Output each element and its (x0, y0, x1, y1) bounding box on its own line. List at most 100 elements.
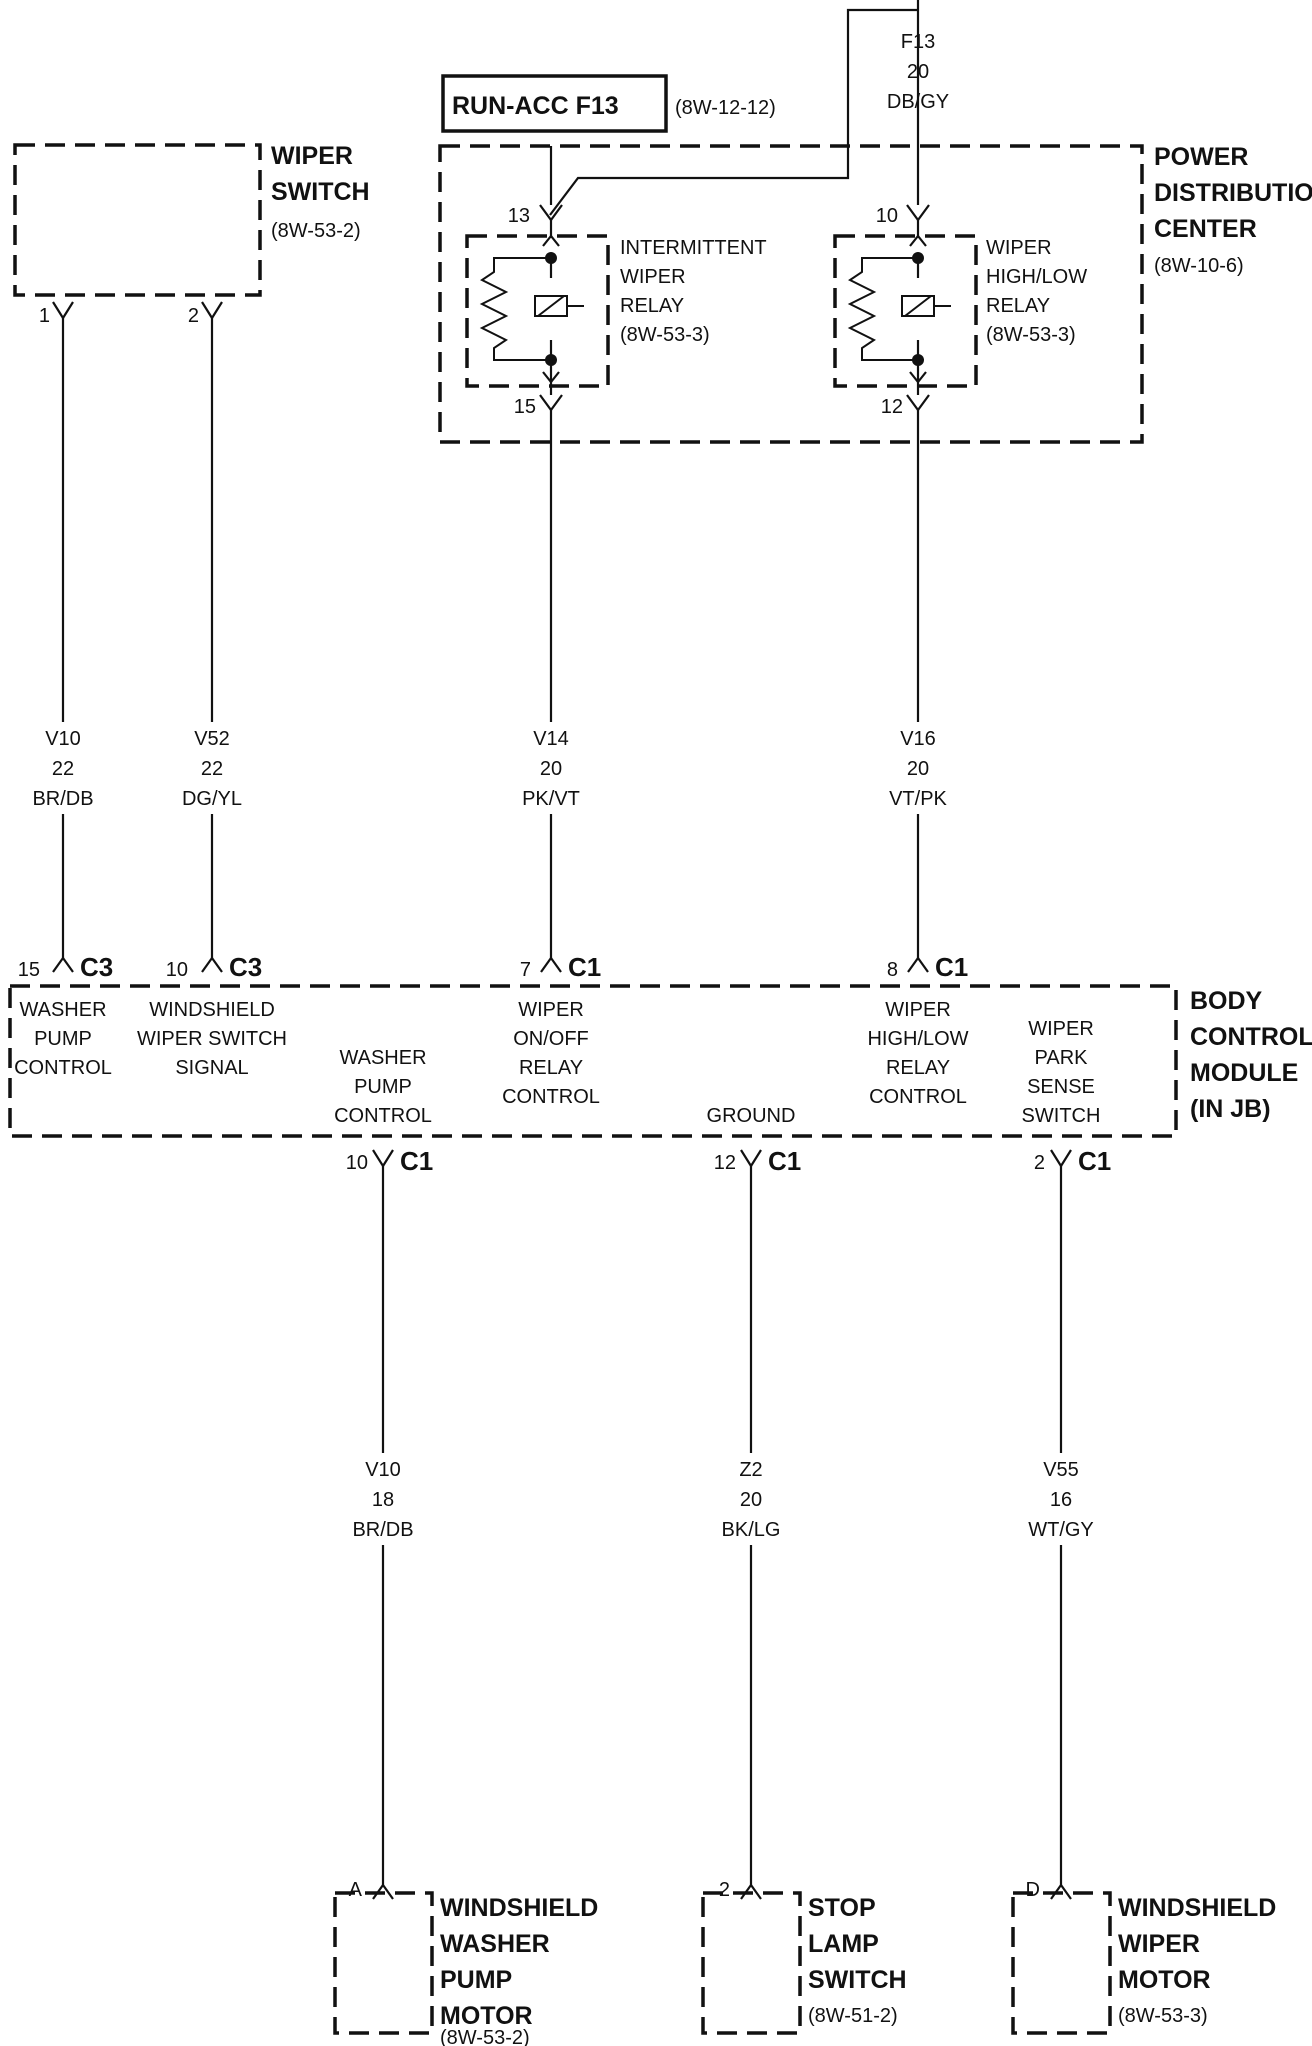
bcm-top-pin-3-line-1: HIGH/LOW (867, 1028, 968, 1050)
bcm-top-pin-3-line-2: RELAY (886, 1057, 950, 1079)
highlow-relay-label-2: HIGH/LOW (986, 266, 1087, 288)
bcm-bottom-pin-0-desc: WASHER PUMP CONTROL (334, 1047, 432, 1127)
wiper-motor-pin: D (1026, 1879, 1040, 1901)
power-distribution-center-label: POWER DISTRIBUTION CENTER (8W-10-6) (1154, 143, 1312, 277)
bcm-pin-c3-10: 10 C3 (166, 952, 263, 982)
bcm-top-pin-2-conn: C1 (568, 952, 601, 982)
v16-gauge: 20 (907, 758, 929, 780)
pdc-ref: (8W-10-6) (1154, 255, 1244, 277)
wiper-switch-pin-2: 2 (188, 305, 199, 327)
washer-pump-motor-label-3: PUMP (440, 1966, 512, 1994)
bcm-pin-c3-15: 15 C3 (18, 952, 114, 982)
bcm-top-pin-1-num: 10 (166, 959, 188, 981)
bcm-top-pin-1-line-0: WINDSHIELD (149, 999, 275, 1021)
washer-pump-motor-label-4: MOTOR (440, 2002, 533, 2030)
v14-color: PK/VT (522, 788, 580, 810)
z2-circuit: Z2 (739, 1459, 762, 1481)
wiper-switch-pin-1: 1 (39, 305, 50, 327)
v16-color: VT/PK (889, 788, 947, 810)
intermittent-relay-pin-bottom: 15 (514, 396, 536, 418)
pdc-label-2: DISTRIBUTION (1154, 179, 1312, 207)
body-control-module-box (8, 984, 1178, 1138)
bcm-top-pin-0-line-1: PUMP (34, 1028, 92, 1050)
highlow-relay-label-3: RELAY (986, 295, 1050, 317)
wire-label-v55: V55 16 WT/GY (1028, 1453, 1094, 1545)
bcm-bottom-pin-0-num: 10 (346, 1152, 368, 1174)
bcm-top-pin-0-num: 15 (18, 959, 40, 981)
bcm-label-4: (IN JB) (1190, 1095, 1271, 1123)
wiper-switch-label-2: SWITCH (271, 178, 370, 206)
bcm-top-pin-1-line-2: SIGNAL (175, 1057, 248, 1079)
bcm-top-pin-2-line-1: ON/OFF (513, 1028, 589, 1050)
bcm-label-2: CONTROL (1190, 1023, 1312, 1051)
intermittent-relay-label-1: INTERMITTENT (620, 237, 767, 259)
bcm-pin-c1-7: 7 C1 (520, 952, 601, 982)
v10-upper-gauge: 22 (52, 758, 74, 780)
bcm-top-pin-2-desc: WIPER ON/OFF RELAY CONTROL (502, 999, 600, 1108)
bcm-bottom-pin-0-line-2: CONTROL (334, 1105, 432, 1127)
z2-gauge: 20 (740, 1489, 762, 1511)
bcm-top-pin-1-conn: C3 (229, 952, 262, 982)
v10-lower-color: BR/DB (352, 1519, 413, 1541)
pdc-label-1: POWER (1154, 143, 1248, 171)
washer-pump-motor-label-2: WASHER (440, 1930, 550, 1958)
v55-color: WT/GY (1028, 1519, 1094, 1541)
intermittent-relay-ref: (8W-53-3) (620, 324, 710, 346)
stop-lamp-switch-ref: (8W-51-2) (808, 2005, 898, 2027)
f13-wire-gauge: 20 (907, 61, 929, 83)
highlow-relay-pin-top: 10 (876, 205, 898, 227)
bcm-pin-c1-10-bottom: 10 C1 (346, 1146, 434, 1176)
washer-pump-motor-ref: (8W-53-2) (440, 2027, 530, 2046)
z2-color: BK/LG (722, 1519, 781, 1541)
wire-label-v14: V14 20 PK/VT (518, 722, 584, 814)
bcm-top-pin-0-desc: WASHER PUMP CONTROL (14, 999, 112, 1079)
v52-circuit: V52 (194, 728, 230, 750)
stop-lamp-switch-label-1: STOP (808, 1894, 876, 1922)
bcm-bottom-pin-2-line-1: PARK (1035, 1047, 1089, 1069)
wiper-high-low-relay: 10 12 WIPER HIGH/LOW RELAY (8W-53-3) (833, 140, 1087, 418)
wiper-motor-label-1: WINDSHIELD (1118, 1894, 1276, 1922)
intermittent-relay-label-3: RELAY (620, 295, 684, 317)
bcm-pin-c1-2-bottom: 2 C1 (1034, 1146, 1111, 1176)
bcm-top-pin-2-line-3: CONTROL (502, 1086, 600, 1108)
bcm-bottom-pin-0-line-0: WASHER (339, 1047, 426, 1069)
run-acc-label: RUN-ACC F13 (452, 92, 619, 120)
bcm-top-pin-3-conn: C1 (935, 952, 968, 982)
wiper-motor-ref: (8W-53-3) (1118, 2005, 1208, 2027)
wiper-switch: WIPER SWITCH (8W-53-2) 1 2 (13, 142, 370, 327)
pdc-label-3: CENTER (1154, 215, 1257, 243)
bcm-bottom-pin-1-num: 12 (714, 1152, 736, 1174)
bcm-label-3: MODULE (1190, 1059, 1298, 1087)
bcm-bottom-pin-2-line-2: SENSE (1027, 1076, 1095, 1098)
run-acc-ref: (8W-12-12) (675, 97, 776, 119)
bcm-bottom-pin-2-line-3: SWITCH (1022, 1105, 1101, 1127)
bcm-pin-c1-12-bottom: 12 C1 (714, 1146, 802, 1176)
stop-lamp-switch-pin: 2 (719, 1879, 730, 1901)
wiper-switch-label-1: WIPER (271, 142, 353, 170)
wire-label-v10-upper: V10 22 BR/DB (30, 722, 96, 814)
highlow-relay-ref: (8W-53-3) (986, 324, 1076, 346)
bcm-label-1: BODY (1190, 987, 1263, 1015)
wire-label-v16: V16 20 VT/PK (885, 722, 951, 814)
bcm-pin-c1-8: 8 C1 (887, 952, 968, 982)
highlow-relay-label-1: WIPER (986, 237, 1052, 259)
bcm-top-pin-1-line-1: WIPER SWITCH (137, 1028, 287, 1050)
bcm-bottom-pin-2-desc: WIPER PARK SENSE SWITCH (1022, 1018, 1101, 1127)
bcm-top-pin-2-line-0: WIPER (518, 999, 584, 1021)
v55-gauge: 16 (1050, 1489, 1072, 1511)
intermittent-wiper-relay: 13 15 INTERMITTENT WIPER RELAY (8W-53-3) (465, 204, 767, 418)
highlow-relay-pin-bottom: 12 (881, 396, 903, 418)
bcm-top-pin-2-line-2: RELAY (519, 1057, 583, 1079)
washer-pump-motor-label-1: WINDSHIELD (440, 1894, 598, 1922)
v10-lower-gauge: 18 (372, 1489, 394, 1511)
stop-lamp-switch: 2 STOP LAMP SWITCH (8W-51-2) (701, 1879, 907, 2035)
f13-wire-color: DB/GY (887, 91, 949, 113)
wire-label-z2: Z2 20 BK/LG (718, 1453, 784, 1545)
bcm-top-pin-0-conn: C3 (80, 952, 113, 982)
bcm-bottom-pin-2-conn: C1 (1078, 1146, 1111, 1176)
bcm-bottom-pin-2-line-0: WIPER (1028, 1018, 1094, 1040)
v10-upper-circuit: V10 (45, 728, 81, 750)
bcm-top-pin-3-num: 8 (887, 959, 898, 981)
v14-circuit: V14 (533, 728, 569, 750)
bcm-bottom-pin-2-num: 2 (1034, 1152, 1045, 1174)
